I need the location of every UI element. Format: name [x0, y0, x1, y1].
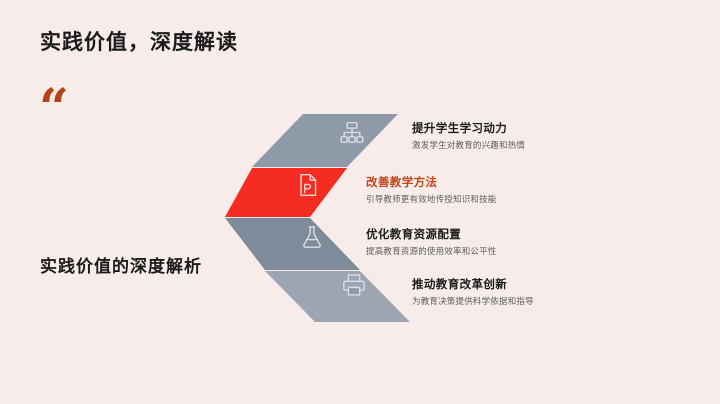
chevron-band-1[interactable]: [252, 114, 398, 167]
chevron-band-3[interactable]: [225, 218, 360, 270]
list-item-description: 提高教育资源的使用效率和公平性: [366, 246, 497, 256]
list-item-title: 提升学生学习动力: [412, 123, 508, 135]
list-item[interactable]: 改善教学方法 引导教师更有效地传授知识和技能: [366, 174, 497, 205]
list-item-description: 为教育决策提供科学依据和指导: [412, 296, 534, 306]
list-item[interactable]: 优化教育资源配置 提高教育资源的使用效率和公平性: [366, 226, 497, 257]
left-subtitle: 实践价值的深度解析: [40, 257, 202, 276]
quote-mark-icon: “: [39, 78, 69, 139]
page-title: 实践价值，深度解读: [40, 31, 238, 54]
list-item[interactable]: 推动教育改革创新 为教育决策提供科学依据和指导: [412, 276, 534, 307]
chevron-band-4[interactable]: [265, 271, 410, 322]
list-item-description: 激发学生对教育的兴趣和热情: [412, 140, 526, 150]
list-item-title: 改善教学方法: [366, 177, 438, 189]
chevron-band-2[interactable]: [225, 168, 347, 217]
list-item[interactable]: 提升学生学习动力 激发学生对教育的兴趣和热情: [412, 120, 525, 151]
list-item-title: 优化教育资源配置: [366, 229, 462, 241]
list-item-title: 推动教育改革创新: [412, 279, 508, 291]
list-item-description: 引导教师更有效地传授知识和技能: [366, 194, 497, 204]
